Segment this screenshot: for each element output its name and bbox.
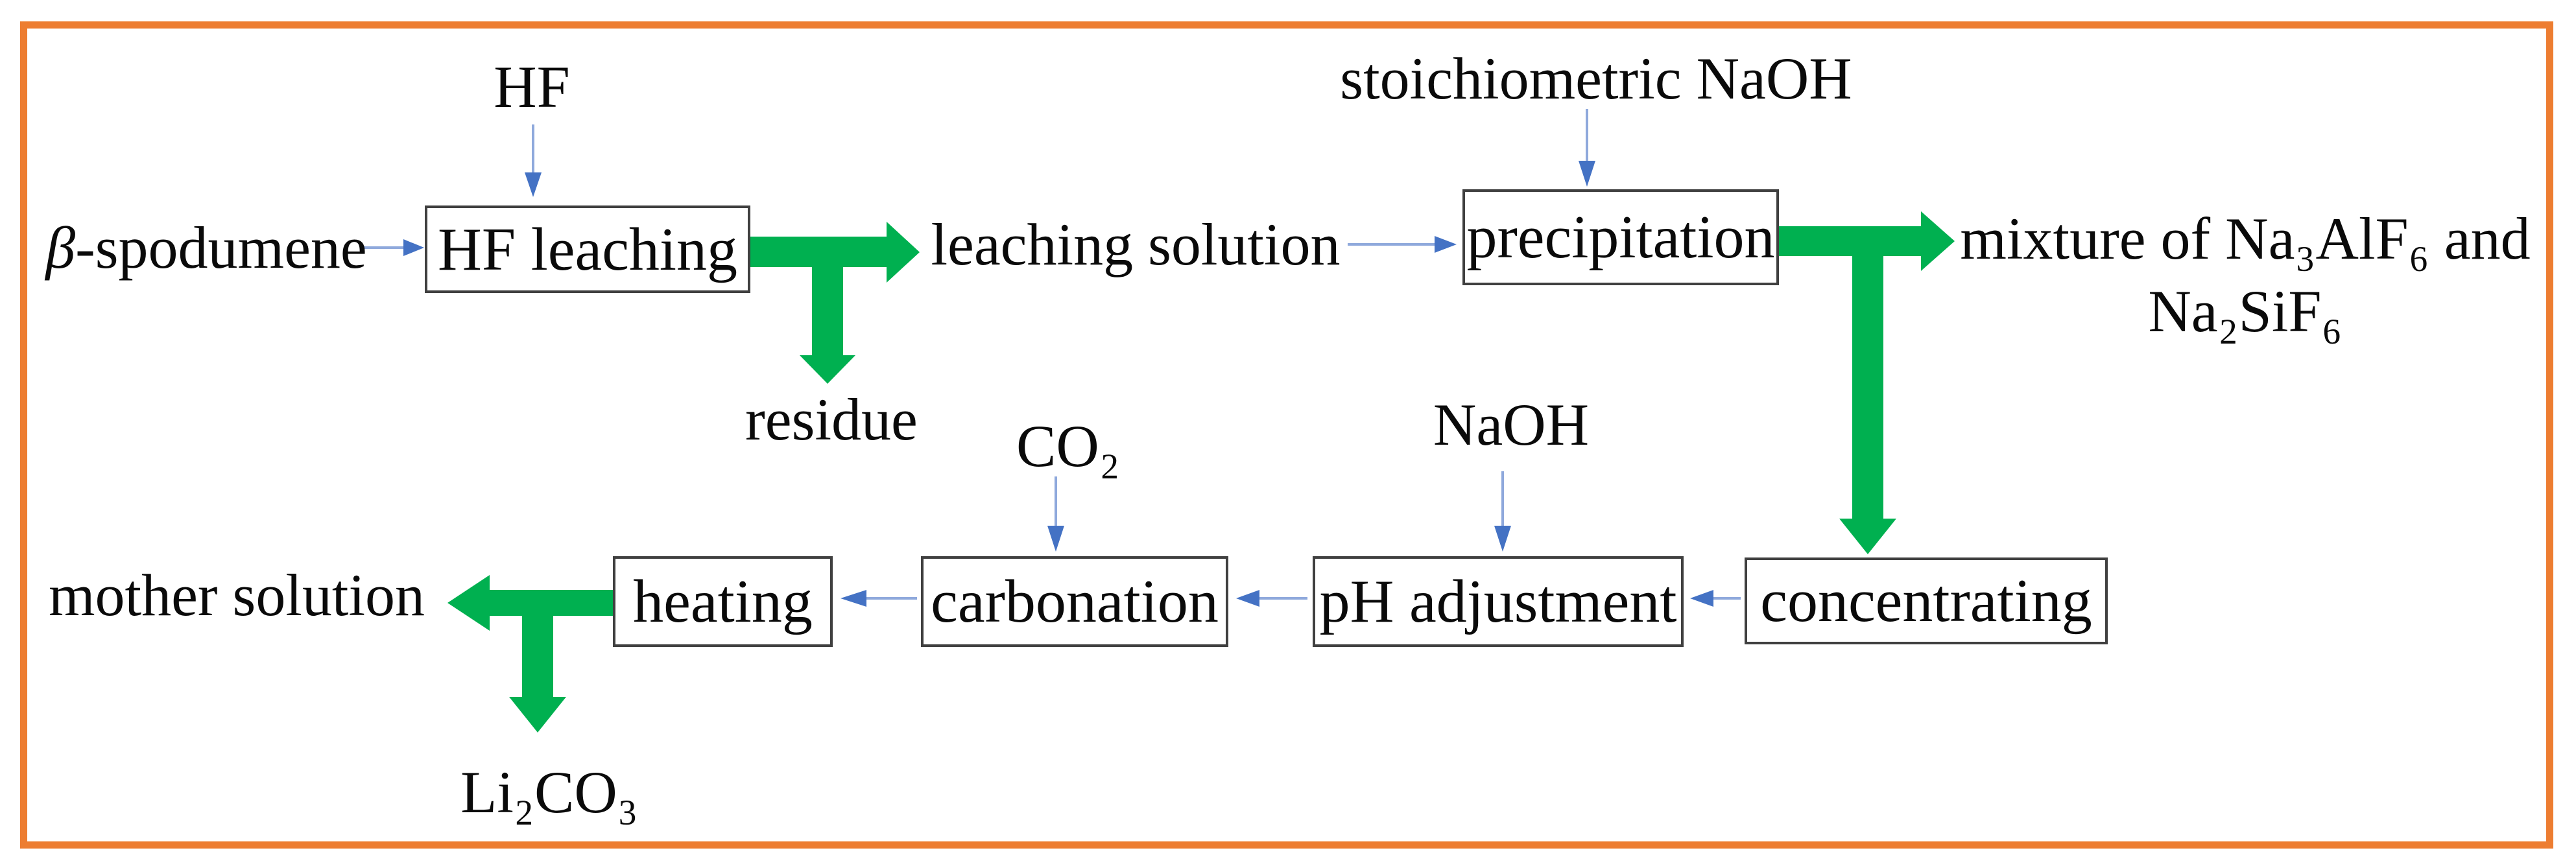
label-stoichiometric-naoh: stoichiometric NaOH [1340, 45, 1852, 111]
label-mixture-line2: Na₂SiF₆ [2148, 278, 2343, 344]
green-arrow-leaching-to-residue [800, 267, 855, 384]
label-leaching-solution: leaching solution [931, 211, 1341, 277]
blue-arrow-stoich-naoh-head [1579, 161, 1595, 187]
process-box-ph-adjustment-label: pH adjustment [1319, 568, 1677, 635]
label-spodumene-suffix: -spodumene [75, 214, 367, 281]
green-arrow-precipitation-to-mixture [1779, 211, 1955, 271]
blue-arrow-solution-to-precipitation-head [1435, 236, 1457, 253]
label-beta-spodumene: β-spodumene [45, 211, 367, 284]
process-box-hf-leaching-label: HF leaching [437, 215, 738, 283]
figure-border-frame [20, 21, 2553, 849]
process-box-concentrating-label: concentrating [1760, 567, 2092, 635]
label-mixture-line1: mixture of Na₃AlF₆ and [1960, 205, 2531, 272]
process-box-carbonation-label: carbonation [931, 568, 1219, 635]
process-box-heating-label: heating [633, 568, 813, 635]
process-box-ph-adjustment: pH adjustment [1313, 556, 1684, 647]
blue-arrow-naoh-head [1494, 526, 1511, 552]
label-beta-symbol: β [45, 214, 76, 281]
label-mother-solution: mother solution [48, 561, 425, 628]
blue-arrow-ph-to-carbonation-head [1236, 590, 1259, 607]
green-arrow-leaching-to-solution [750, 222, 920, 283]
green-arrow-precipitation-to-concentrating [1839, 256, 1896, 554]
process-box-hf-leaching: HF leaching [425, 205, 750, 293]
label-li2co3-product: Li₂CO₃ [460, 758, 638, 825]
blue-arrow-concentrating-to-ph-head [1690, 590, 1713, 607]
green-arrow-heating-to-mother-solution [447, 575, 613, 631]
process-box-carbonation: carbonation [921, 556, 1228, 647]
label-hf-reagent: HF [494, 53, 570, 120]
process-box-precipitation-label: precipitation [1466, 204, 1775, 271]
process-box-heating: heating [613, 556, 833, 647]
label-co2-reagent: CO₂ [1016, 412, 1120, 479]
blue-arrow-hf-input-head [525, 172, 542, 197]
process-box-precipitation: precipitation [1462, 189, 1779, 285]
label-mixture-product: mixture of Na₃AlF₆ and Na₂SiF₆ [1960, 202, 2530, 347]
blue-arrow-co2-head [1047, 526, 1064, 552]
process-box-concentrating: concentrating [1745, 557, 2108, 644]
blue-arrow-carbonation-to-heating-head [841, 590, 866, 607]
green-arrow-heating-to-li2co3 [509, 616, 566, 733]
label-residue: residue [745, 386, 918, 452]
label-naoh-reagent: NaOH [1433, 391, 1590, 458]
blue-arrow-spodumene-head [403, 239, 424, 256]
